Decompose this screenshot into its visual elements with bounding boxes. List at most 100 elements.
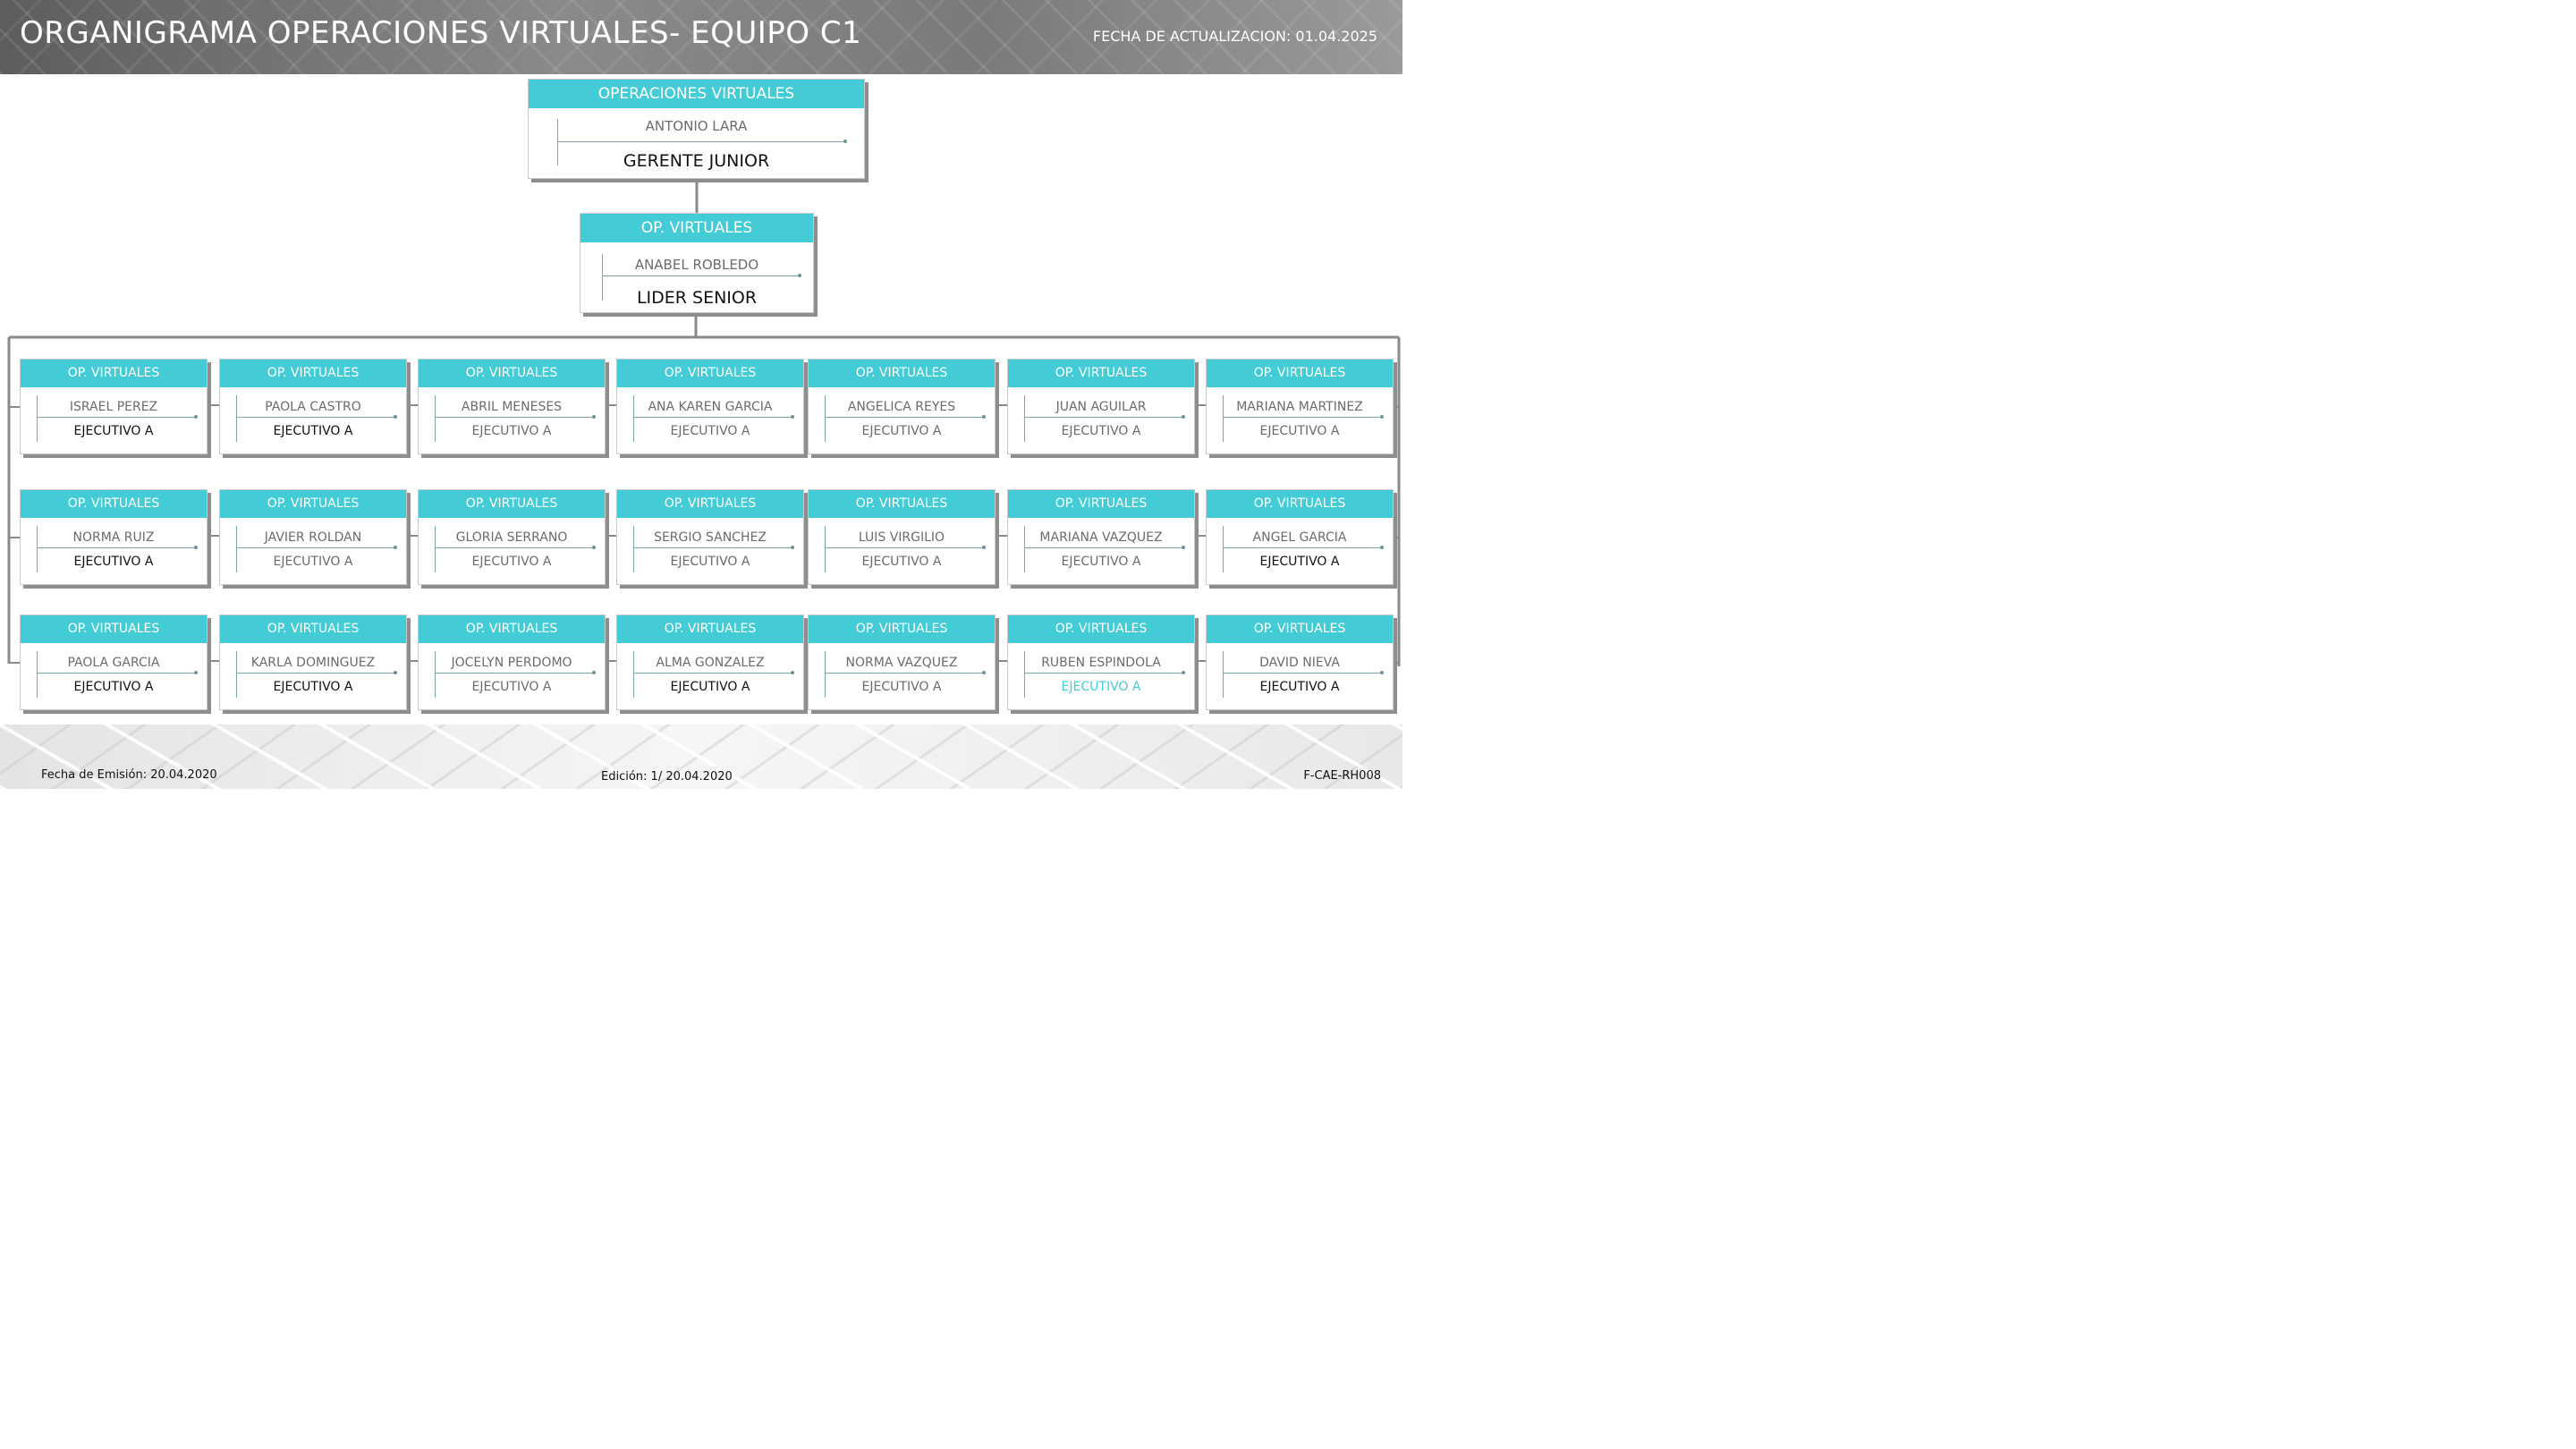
card-connector-vline: [435, 651, 436, 698]
card-name: PAOLA GARCIA: [67, 656, 160, 670]
card-connector-vline: [602, 254, 603, 301]
card-dept: OP. VIRTUALES: [1207, 490, 1393, 518]
card-role: GERENTE JUNIOR: [623, 151, 770, 171]
card-name: GLORIA SERRANO: [455, 530, 568, 545]
card-name: SERGIO SANCHEZ: [654, 530, 767, 545]
card-dept: OP. VIRTUALES: [617, 490, 803, 518]
edition-info: Edición: 1/ 20.04.2020: [601, 770, 733, 784]
card-dept: OP. VIRTUALES: [617, 615, 803, 643]
card-connector-hline: [557, 141, 844, 142]
card-connector-dot: [791, 671, 794, 674]
card-connector-hline: [37, 547, 196, 548]
card-dept: OPERACIONES VIRTUALES: [529, 80, 864, 108]
card-role: EJECUTIVO A: [1061, 555, 1141, 569]
card-connector-dot: [1182, 546, 1185, 549]
update-date: FECHA DE ACTUALIZACION: 01.04.2025: [1092, 28, 1377, 45]
card-name: ANABEL ROBLEDO: [634, 257, 759, 273]
org-card-executive: OP. VIRTUALES NORMA RUIZ EJECUTIVO A: [20, 489, 208, 585]
card-name: JUAN AGUILAR: [1055, 400, 1147, 414]
card-connector-vline: [1223, 526, 1224, 572]
card-dept: OP. VIRTUALES: [21, 490, 207, 518]
card-role: EJECUTIVO A: [273, 680, 353, 694]
card-connector-hline: [633, 417, 792, 418]
card-role: EJECUTIVO A: [861, 424, 942, 438]
card-name: NORMA RUIZ: [72, 530, 155, 545]
card-dept: OP. VIRTUALES: [809, 490, 995, 518]
card-connector-vline: [1024, 651, 1025, 698]
card-dept: OP. VIRTUALES: [1008, 360, 1194, 387]
org-card-executive: OP. VIRTUALES ANGEL GARCIA EJECUTIVO A: [1206, 489, 1394, 585]
card-dept: OP. VIRTUALES: [21, 615, 207, 643]
card-dept: OP. VIRTUALES: [617, 360, 803, 387]
org-connectors: [7, 179, 1401, 666]
card-connector-hline: [633, 547, 792, 548]
document-code: F-CAE-RH008: [1303, 769, 1381, 783]
card-connector-hline: [1024, 673, 1183, 674]
card-connector-dot: [982, 546, 986, 549]
card-name: KARLA DOMINGUEZ: [250, 656, 376, 670]
card-connector-vline: [37, 526, 38, 572]
card-dept: OP. VIRTUALES: [419, 490, 605, 518]
org-card-executive: OP. VIRTUALES RUBEN ESPINDOLA EJECUTIVO A: [1007, 614, 1195, 710]
card-dept: OP. VIRTUALES: [1008, 490, 1194, 518]
card-name: ANGELICA REYES: [847, 400, 956, 414]
card-role: EJECUTIVO A: [861, 555, 942, 569]
card-connector-hline: [236, 547, 395, 548]
org-card-executive: OP. VIRTUALES GLORIA SERRANO EJECUTIVO A: [418, 489, 606, 585]
card-dept: OP. VIRTUALES: [1008, 615, 1194, 643]
card-role: EJECUTIVO A: [73, 555, 154, 569]
card-dept: OP. VIRTUALES: [419, 360, 605, 387]
card-connector-hline: [37, 673, 196, 674]
card-connector-vline: [1024, 526, 1025, 572]
card-connector-dot: [592, 671, 596, 674]
card-dept: OP. VIRTUALES: [809, 615, 995, 643]
card-connector-hline: [435, 673, 594, 674]
card-role: EJECUTIVO A: [1259, 555, 1340, 569]
card-connector-hline: [1223, 673, 1382, 674]
card-connector-hline: [825, 673, 984, 674]
card-name: JAVIER ROLDAN: [264, 530, 362, 545]
card-connector-vline: [1223, 395, 1224, 442]
card-connector-vline: [633, 651, 634, 698]
org-card-executive: OP. VIRTUALES DAVID NIEVA EJECUTIVO A: [1206, 614, 1394, 710]
org-card-manager: OPERACIONES VIRTUALES ANTONIO LARA GEREN…: [528, 79, 865, 179]
card-name: RUBEN ESPINDOLA: [1041, 656, 1161, 670]
card-role: EJECUTIVO A: [471, 424, 552, 438]
card-name: DAVID NIEVA: [1259, 656, 1340, 670]
card-dept: OP. VIRTUALES: [1207, 360, 1393, 387]
card-role: EJECUTIVO A: [73, 424, 154, 438]
card-connector-dot: [394, 415, 397, 419]
card-role: EJECUTIVO A: [861, 680, 942, 694]
card-name: LUIS VIRGILIO: [858, 530, 945, 545]
card-role: EJECUTIVO A: [471, 555, 552, 569]
card-connector-vline: [825, 651, 826, 698]
card-role: EJECUTIVO A: [1061, 680, 1141, 694]
card-dept: OP. VIRTUALES: [21, 360, 207, 387]
card-connector-hline: [825, 417, 984, 418]
card-role: EJECUTIVO A: [273, 555, 353, 569]
card-dept: OP. VIRTUALES: [1207, 615, 1393, 643]
card-connector-hline: [602, 275, 799, 276]
card-role: EJECUTIVO A: [1061, 424, 1141, 438]
page-header: ORGANIGRAMA OPERACIONES VIRTUALES- EQUIP…: [0, 0, 1402, 74]
card-name: MARIANA MARTINEZ: [1236, 400, 1363, 414]
card-connector-vline: [435, 395, 436, 442]
emission-date: Fecha de Emisión: 20.04.2020: [41, 768, 217, 782]
card-connector-hline: [236, 417, 395, 418]
card-role: EJECUTIVO A: [1259, 680, 1340, 694]
card-connector-dot: [394, 671, 397, 674]
card-name: ANGEL GARCIA: [1252, 530, 1347, 545]
card-name: JOCELYN PERDOMO: [451, 656, 572, 670]
card-connector-vline: [236, 651, 237, 698]
card-connector-hline: [633, 673, 792, 674]
